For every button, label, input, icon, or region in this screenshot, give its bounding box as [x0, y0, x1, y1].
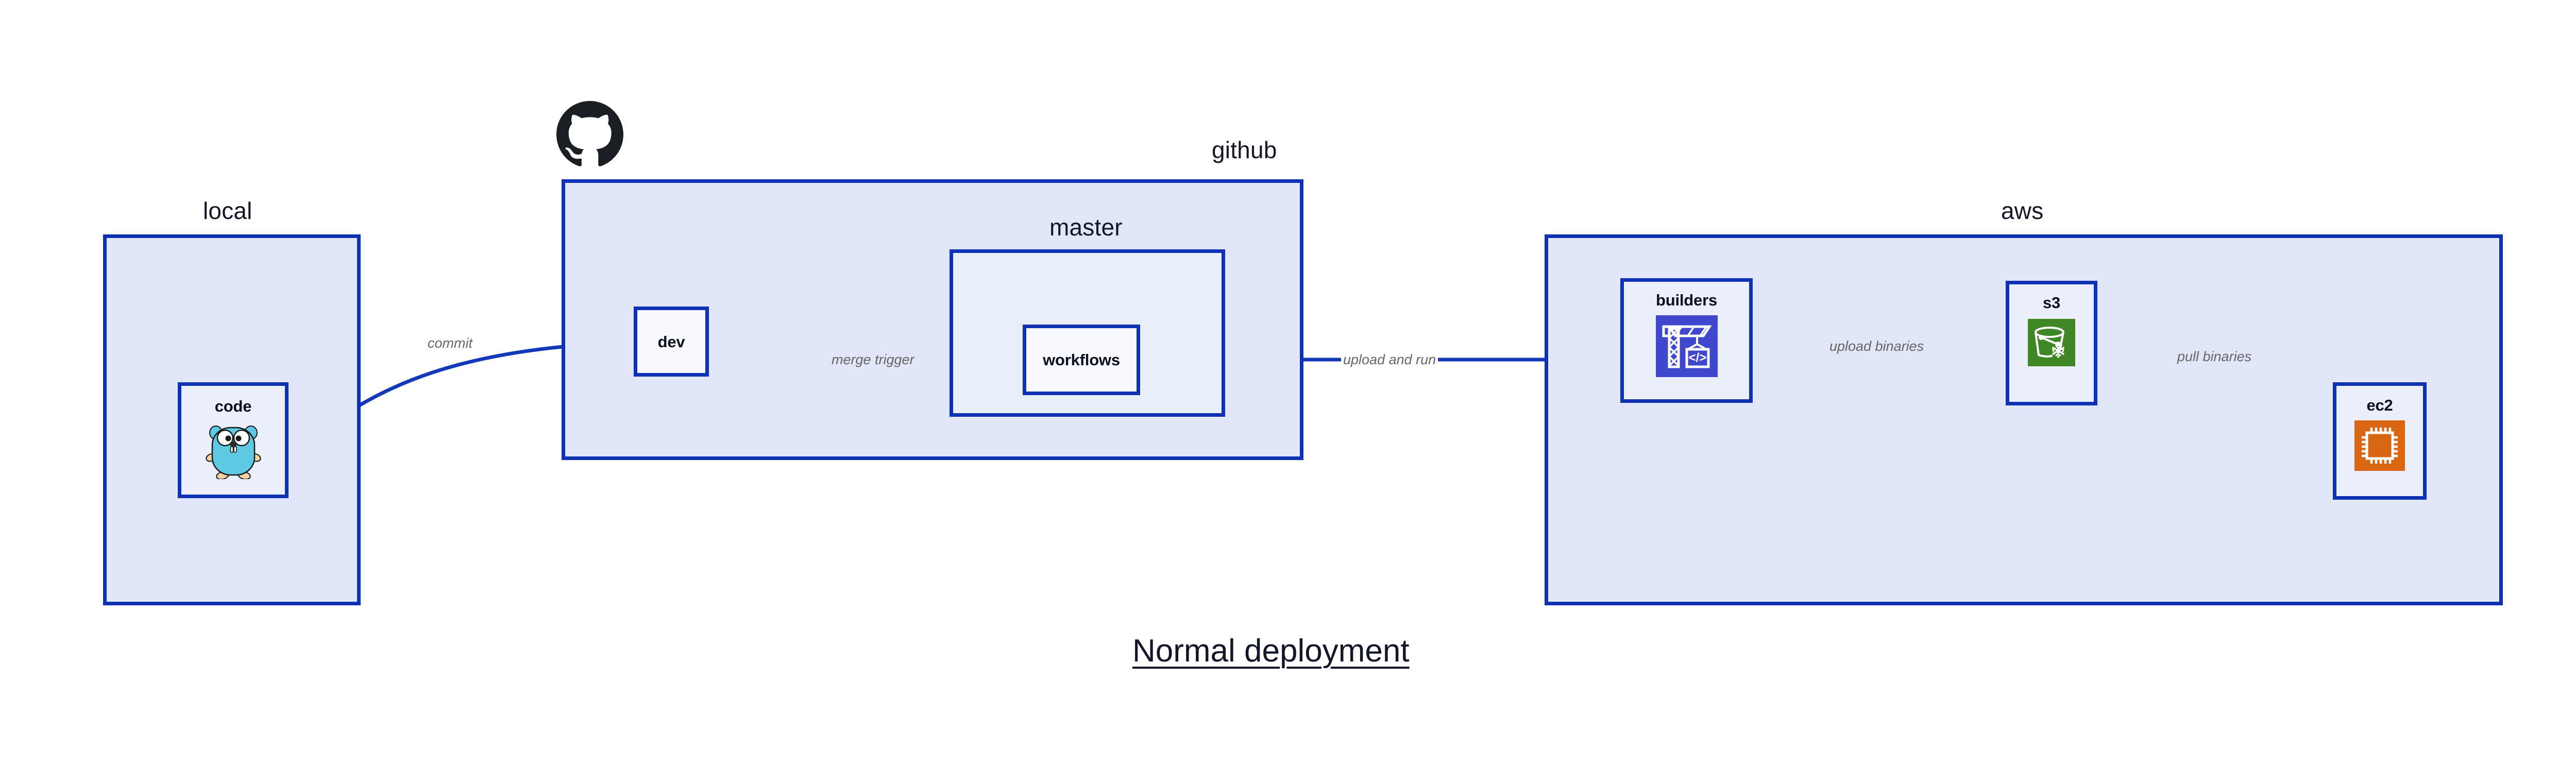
github-octocat-icon [556, 101, 623, 171]
edge-label-commit: commit [426, 336, 474, 350]
node-workflows-label: workflows [1043, 351, 1120, 369]
node-builders-label: builders [1656, 291, 1717, 309]
node-ec2-label: ec2 [2366, 396, 2393, 414]
node-code-label: code [214, 397, 252, 415]
node-ec2[interactable]: ec2 [2333, 382, 2427, 500]
diagram-title: Normal deployment [1132, 633, 1410, 669]
group-github-label: github [1212, 137, 1277, 163]
svg-text:</>: </> [1688, 351, 1706, 365]
node-s3-label: s3 [2042, 294, 2061, 312]
group-aws-label: aws [2001, 197, 2044, 224]
node-dev-label: dev [657, 332, 685, 351]
group-master-label: master [1049, 214, 1123, 241]
go-gopher-icon [205, 421, 261, 482]
aws-s3-bucket-icon [2028, 319, 2075, 369]
edge-label-upload-binaries: upload binaries [1827, 339, 1926, 353]
aws-ec2-chip-icon [2354, 420, 2405, 473]
node-code[interactable]: code [178, 382, 289, 498]
edge-label-merge-trigger: merge trigger [829, 353, 917, 367]
node-workflows[interactable]: workflows [1023, 325, 1140, 395]
edge-label-upload-and-run: upload and run [1341, 353, 1438, 367]
node-s3[interactable]: s3 [2006, 281, 2097, 405]
aws-codebuild-crane-icon: </> [1655, 315, 1718, 380]
node-builders[interactable]: builders [1620, 278, 1753, 403]
node-dev[interactable]: dev [634, 307, 709, 377]
group-local-label: local [203, 197, 252, 224]
edge-label-pull-binaries: pull binaries [2175, 350, 2254, 364]
